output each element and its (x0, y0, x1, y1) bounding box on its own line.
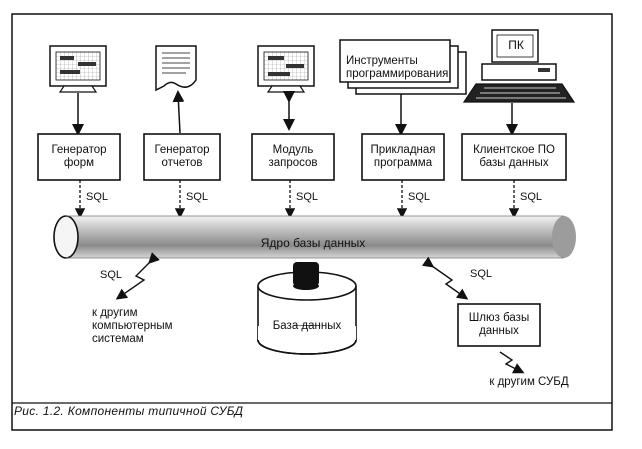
kernel-pipe (53, 215, 576, 259)
zigzag-other-dbms (499, 351, 525, 374)
module-box-client (461, 133, 567, 181)
figure-caption: Рис. 1.2. Компоненты типичной СУБД (14, 404, 244, 418)
kernel-label: Ядро базы данных (260, 236, 366, 250)
sql-label-5: SQL (520, 191, 543, 203)
sql-label-4: SQL (408, 191, 431, 203)
dev-tools-label: Инструменты программирования (346, 55, 449, 80)
sql-label-1: SQL (86, 191, 109, 203)
monitor-query-icon (257, 45, 315, 93)
pc-icon (462, 29, 576, 103)
gateway-label: Шлюз базы данных (468, 312, 530, 337)
dev-tools-icon (339, 39, 467, 95)
pc-label: ПК (508, 38, 524, 52)
connector-reports (172, 90, 185, 134)
module-label-app: Прикладная программа (370, 144, 436, 169)
module-box-forms (37, 133, 121, 181)
module-box-app (361, 133, 445, 181)
module-label-reports: Генератор отчетов (154, 144, 210, 169)
module-box-reports (143, 133, 221, 181)
zigzag-gateway (421, 256, 469, 300)
sql-label-3: SQL (296, 191, 319, 203)
module-label-client: Клиентское ПО базы данных (473, 144, 555, 169)
module-box-query (251, 133, 335, 181)
sql-label-other-systems: SQL (100, 269, 123, 281)
zigzag-other-systems (115, 252, 160, 300)
module-label-forms: Генератор форм (51, 144, 107, 169)
sql-label-gateway: SQL (470, 268, 493, 280)
kernel-db-link (293, 262, 319, 290)
sql-label-2: SQL (186, 191, 209, 203)
outer-frame (11, 13, 613, 431)
gateway-box (457, 303, 541, 347)
other-systems-label: к другим компьютерным системам (92, 307, 173, 345)
monitor-forms-icon (49, 45, 107, 93)
other-dbms-label: к другим СУБД (489, 376, 569, 388)
database-label: База данных (272, 320, 342, 332)
report-page-icon (155, 45, 197, 92)
module-label-query: Модуль запросов (268, 144, 318, 169)
